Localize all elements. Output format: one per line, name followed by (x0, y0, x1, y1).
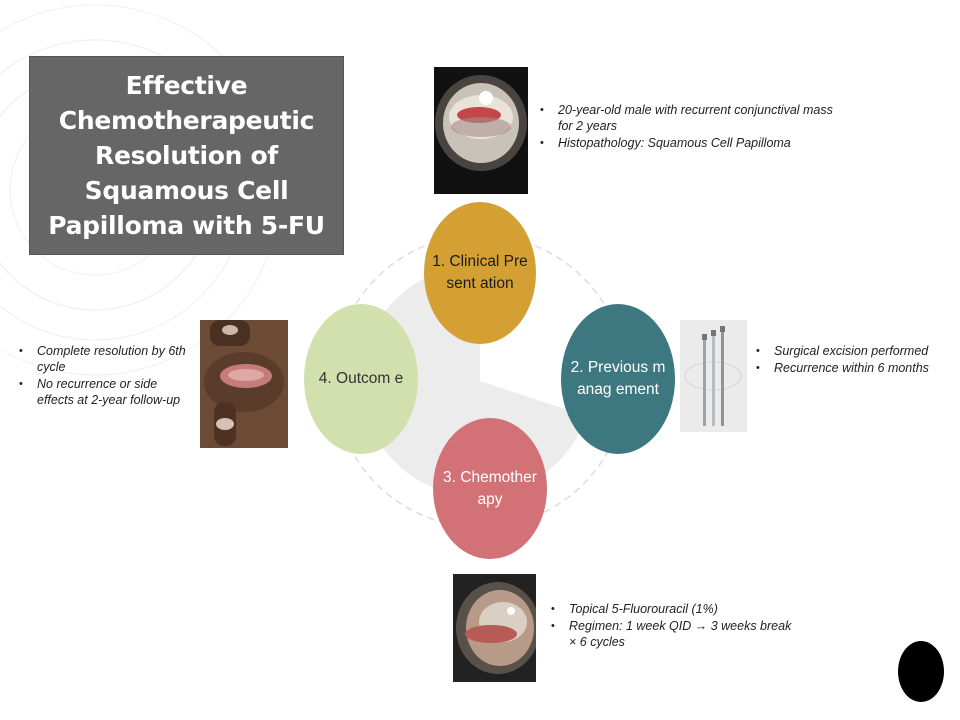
black-dot (898, 641, 944, 702)
outcome-details: Complete resolution by 6th cycle No recu… (19, 343, 191, 409)
clinical-photo (434, 67, 528, 194)
chemo-photo (453, 574, 536, 682)
list-item: Complete resolution by 6th cycle (19, 343, 191, 375)
clinical-details: 20-year-old male with recurrent conjunct… (540, 102, 840, 152)
title-box: Effective Chemotherapeutic Resolution of… (29, 56, 344, 255)
list-item: Surgical excision performed (756, 343, 956, 359)
chemo-details: Topical 5-Fluorouracil (1%) Regimen: 1 w… (551, 601, 801, 651)
list-item: 20-year-old male with recurrent conjunct… (540, 102, 840, 134)
node-clinical-presentation: 1. Clinical Present ation (424, 202, 536, 344)
page-title: Effective Chemotherapeutic Resolution of… (48, 71, 325, 240)
node-label: 1. Clinical Present ation (432, 253, 528, 292)
list-item: Histopathology: Squamous Cell Papilloma (540, 135, 840, 151)
list-item: Regimen: 1 week QID → 3 weeks break × 6 … (551, 618, 801, 650)
node-label: 4. Outcom e (318, 370, 404, 387)
previous-photo (680, 320, 747, 432)
list-item: Recurrence within 6 months (756, 360, 956, 376)
list-item: Topical 5-Fluorouracil (1%) (551, 601, 801, 617)
outcome-photo (200, 320, 288, 448)
list-item: No recurrence or side effects at 2-year … (19, 376, 191, 408)
node-chemotherapy: 3. Chemother apy (433, 418, 547, 559)
previous-details: Surgical excision performed Recurrence w… (756, 343, 956, 377)
node-previous-management: 2. Previous manag ement (561, 304, 675, 454)
node-label: 2. Previous manag ement (570, 359, 666, 398)
node-outcome: 4. Outcom e (304, 304, 418, 454)
node-label: 3. Chemother apy (443, 468, 537, 508)
